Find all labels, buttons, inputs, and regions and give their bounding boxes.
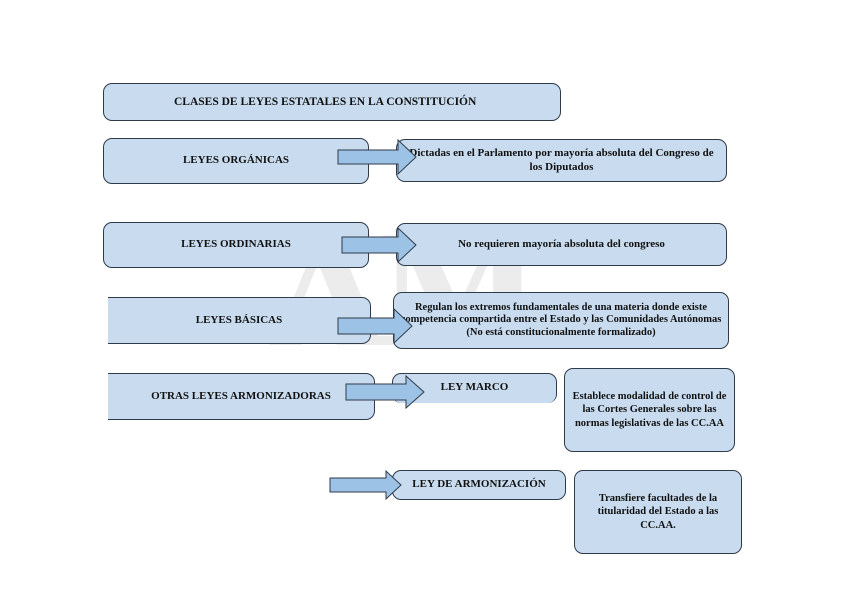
diagram-title-text: CLASES DE LEYES ESTATALES EN LA CONSTITU… <box>174 95 477 108</box>
desc-ley-de-armonizacion: Transfiere facultades de la titularidad … <box>574 470 742 554</box>
desc-ley-de-armonizacion-text: Transfiere facultades de la titularidad … <box>597 493 719 531</box>
box-leyes-ordinarias: LEYES ORDINARIAS <box>103 222 369 268</box>
desc-leyes-organicas-text: Dictadas en el Parlamento por mayoría ab… <box>409 146 714 173</box>
desc-leyes-ordinarias: No requieren mayoría absoluta del congre… <box>396 223 727 266</box>
desc-leyes-basicas-text: Regulan los extremos fundamentales de un… <box>400 301 722 338</box>
label-otras-leyes-armonizadoras: OTRAS LEYES ARMONIZADORAS <box>151 389 331 402</box>
label-ley-de-armonizacion: LEY DE ARMONIZACIÓN <box>412 478 546 491</box>
desc-leyes-organicas: Dictadas en el Parlamento por mayoría ab… <box>396 139 727 182</box>
arrow-ordinarias <box>341 226 417 264</box>
desc-ley-marco-text: Establece modalidad de control de las Co… <box>572 391 727 429</box>
label-ley-marco: LEY MARCO <box>440 381 509 393</box>
label-leyes-basicas: LEYES BÁSICAS <box>195 313 283 326</box>
arrow-basicas <box>337 307 413 345</box>
box-leyes-basicas: LEYES BÁSICAS <box>108 297 371 344</box>
label-leyes-organicas: LEYES ORGÁNICAS <box>182 154 290 167</box>
desc-leyes-ordinarias-text: No requieren mayoría absoluta del congre… <box>458 237 665 250</box>
box-ley-de-armonizacion: LEY DE ARMONIZACIÓN <box>392 470 566 500</box>
diagram-title: CLASES DE LEYES ESTATALES EN LA CONSTITU… <box>103 83 561 121</box>
label-leyes-ordinarias: LEYES ORDINARIAS <box>181 238 291 251</box>
arrow-organicas <box>337 138 417 176</box>
box-otras-leyes-armonizadoras: OTRAS LEYES ARMONIZADORAS <box>108 373 375 420</box>
arrow-armonizacion <box>329 469 402 501</box>
desc-ley-marco: Establece modalidad de control de las Co… <box>564 368 735 452</box>
arrow-armonizadoras <box>345 374 425 410</box>
desc-leyes-basicas: Regulan los extremos fundamentales de un… <box>393 292 729 349</box>
